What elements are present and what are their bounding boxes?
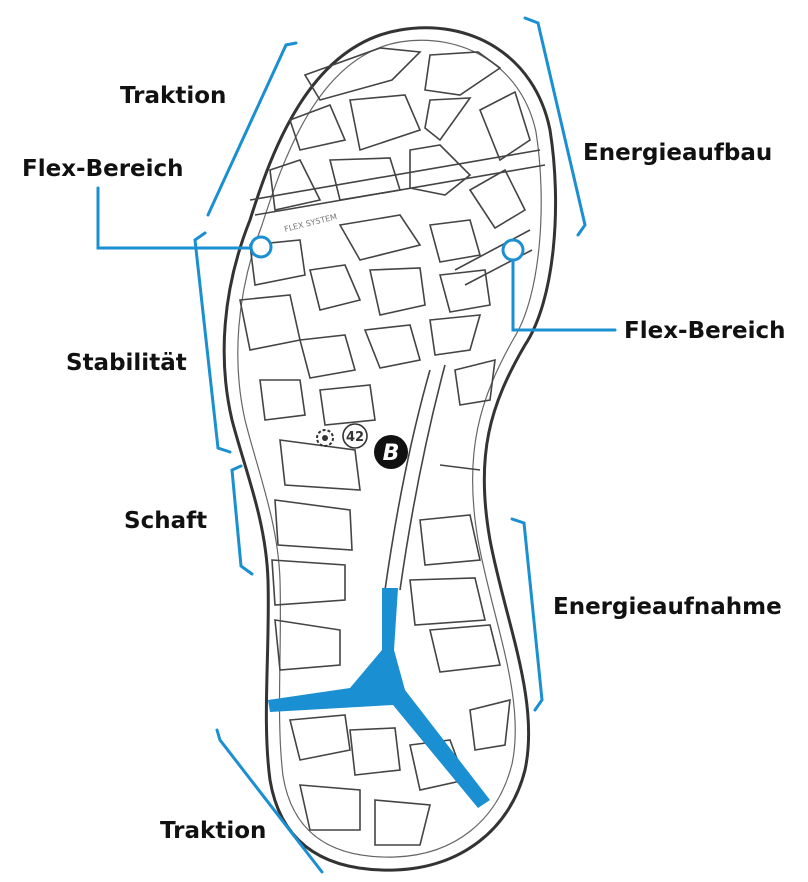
flex-point-left	[251, 237, 271, 257]
label-flex-left: Flex-Bereich	[22, 158, 184, 181]
flex-point-right	[503, 240, 523, 260]
label-traction-bottom: Traktion	[160, 820, 266, 843]
label-traction-top: Traktion	[120, 85, 226, 108]
brand-logo-text: B	[383, 441, 400, 466]
size-badge-text: 42	[346, 430, 364, 445]
label-shank: Schaft	[124, 510, 207, 533]
label-energy-build: Energieaufbau	[583, 142, 772, 165]
brand-logo-icon: B	[374, 435, 408, 469]
leader-flex-left	[98, 188, 250, 248]
label-energy-absorb: Energieaufnahme	[553, 596, 782, 619]
label-flex-right: Flex-Bereich	[624, 320, 786, 343]
label-stability: Stabilität	[66, 352, 187, 375]
